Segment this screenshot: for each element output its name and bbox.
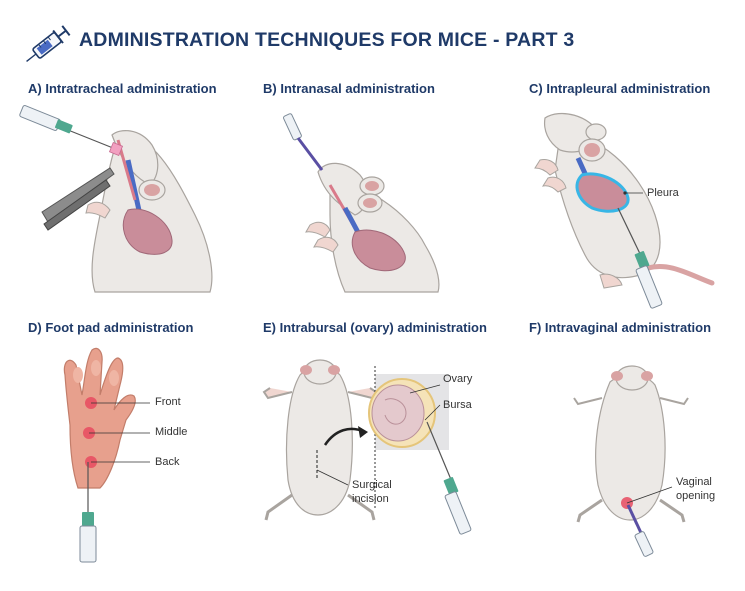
panel-a-illustration xyxy=(19,105,213,293)
mouse-ear xyxy=(611,371,623,381)
syringe xyxy=(617,207,663,309)
mouse-ear xyxy=(585,123,607,141)
label-incision: incision xyxy=(352,493,389,505)
toe-pad xyxy=(73,367,83,383)
page-title: ADMINISTRATION TECHNIQUES FOR MICE - PAR… xyxy=(79,29,575,51)
label-vaginal: Vaginal xyxy=(676,476,712,488)
label-middle: Middle xyxy=(155,426,188,438)
mouse-ear xyxy=(300,365,312,375)
panel-c-illustration xyxy=(534,112,715,309)
forceps xyxy=(41,167,115,231)
syringe xyxy=(19,105,124,157)
label-opening: opening xyxy=(676,490,716,502)
pipette xyxy=(283,113,324,171)
label-bursa: Bursa xyxy=(443,399,472,411)
mouse-body xyxy=(285,366,353,516)
panel-b-title: B) Intranasal administration xyxy=(263,81,435,96)
mouse-paw xyxy=(305,221,331,238)
mouse-paw xyxy=(534,159,559,176)
panel-a-title: A) Intratracheal administration xyxy=(28,81,217,96)
panel-d-illustration xyxy=(63,347,150,563)
trachea xyxy=(125,159,143,216)
panel-b-illustration xyxy=(283,113,440,293)
panel-c-title: C) Intrapleural administration xyxy=(529,81,711,96)
syringe xyxy=(79,462,97,563)
mouse-tail xyxy=(645,264,715,286)
mouse-paw xyxy=(262,387,293,400)
panel-f-illustration xyxy=(573,365,689,557)
label-surgical: Surgical xyxy=(352,479,392,491)
syringe xyxy=(426,421,472,535)
pleura xyxy=(575,172,630,213)
label-pleura: Pleura xyxy=(647,187,679,199)
mouse-paw xyxy=(573,397,603,406)
panel-e-title: E) Intrabursal (ovary) administration xyxy=(263,320,487,335)
panel-d-title: D) Foot pad administration xyxy=(28,320,194,335)
panel-e-illustration xyxy=(262,359,472,535)
ovary xyxy=(371,384,425,442)
label-front: Front xyxy=(155,396,181,408)
syringe xyxy=(626,504,654,557)
label-back: Back xyxy=(155,456,180,468)
syringe-icon xyxy=(26,25,71,62)
lungs xyxy=(122,208,173,255)
panel-f-title: F) Intravaginal administration xyxy=(529,320,712,335)
label-ovary: Ovary xyxy=(443,373,473,385)
mouse-paw xyxy=(85,201,111,219)
mouse-body xyxy=(595,374,666,521)
lungs xyxy=(351,229,406,272)
